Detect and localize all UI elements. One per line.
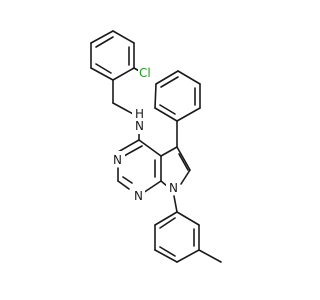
- bond: [159, 217, 176, 229]
- bond: [95, 36, 114, 48]
- bond: [123, 145, 143, 157]
- bond: [95, 63, 112, 74]
- pyrimidine-n1-label: N: [113, 153, 122, 167]
- bond: [180, 169, 191, 185]
- atom-labels: Cl H N N N N: [111, 64, 180, 203]
- amine-h-label: H: [135, 107, 144, 121]
- bond: [90, 67, 114, 81]
- bond: [117, 139, 140, 153]
- pyrimidine-n2-label: N: [134, 189, 143, 203]
- bond: [154, 211, 178, 226]
- bond: [138, 139, 162, 157]
- bond: [176, 249, 200, 263]
- amine-n-label: N: [135, 119, 144, 133]
- bond: [159, 104, 176, 115]
- bond: [142, 180, 162, 194]
- bond: [155, 70, 179, 85]
- bond: [112, 30, 135, 44]
- bond: [154, 83, 157, 109]
- bond: [160, 76, 179, 88]
- bond: [178, 153, 189, 171]
- bond: [176, 211, 200, 226]
- bond: [176, 107, 201, 122]
- bond: [122, 176, 133, 184]
- bond: [112, 102, 136, 116]
- bond: [160, 146, 178, 157]
- pyrrole-n-label: N: [169, 181, 178, 195]
- bond: [117, 180, 130, 190]
- bond: [154, 107, 178, 122]
- bond: [112, 67, 135, 81]
- bond: [159, 246, 176, 257]
- bond: [154, 249, 178, 263]
- bond: [90, 30, 114, 44]
- bond: [198, 249, 222, 263]
- chlorine-label: Cl: [139, 66, 151, 80]
- structure-canvas: Cl H N N N N: [90, 30, 222, 263]
- bond: [173, 195, 178, 213]
- bond: [176, 146, 191, 171]
- bond: [177, 70, 201, 85]
